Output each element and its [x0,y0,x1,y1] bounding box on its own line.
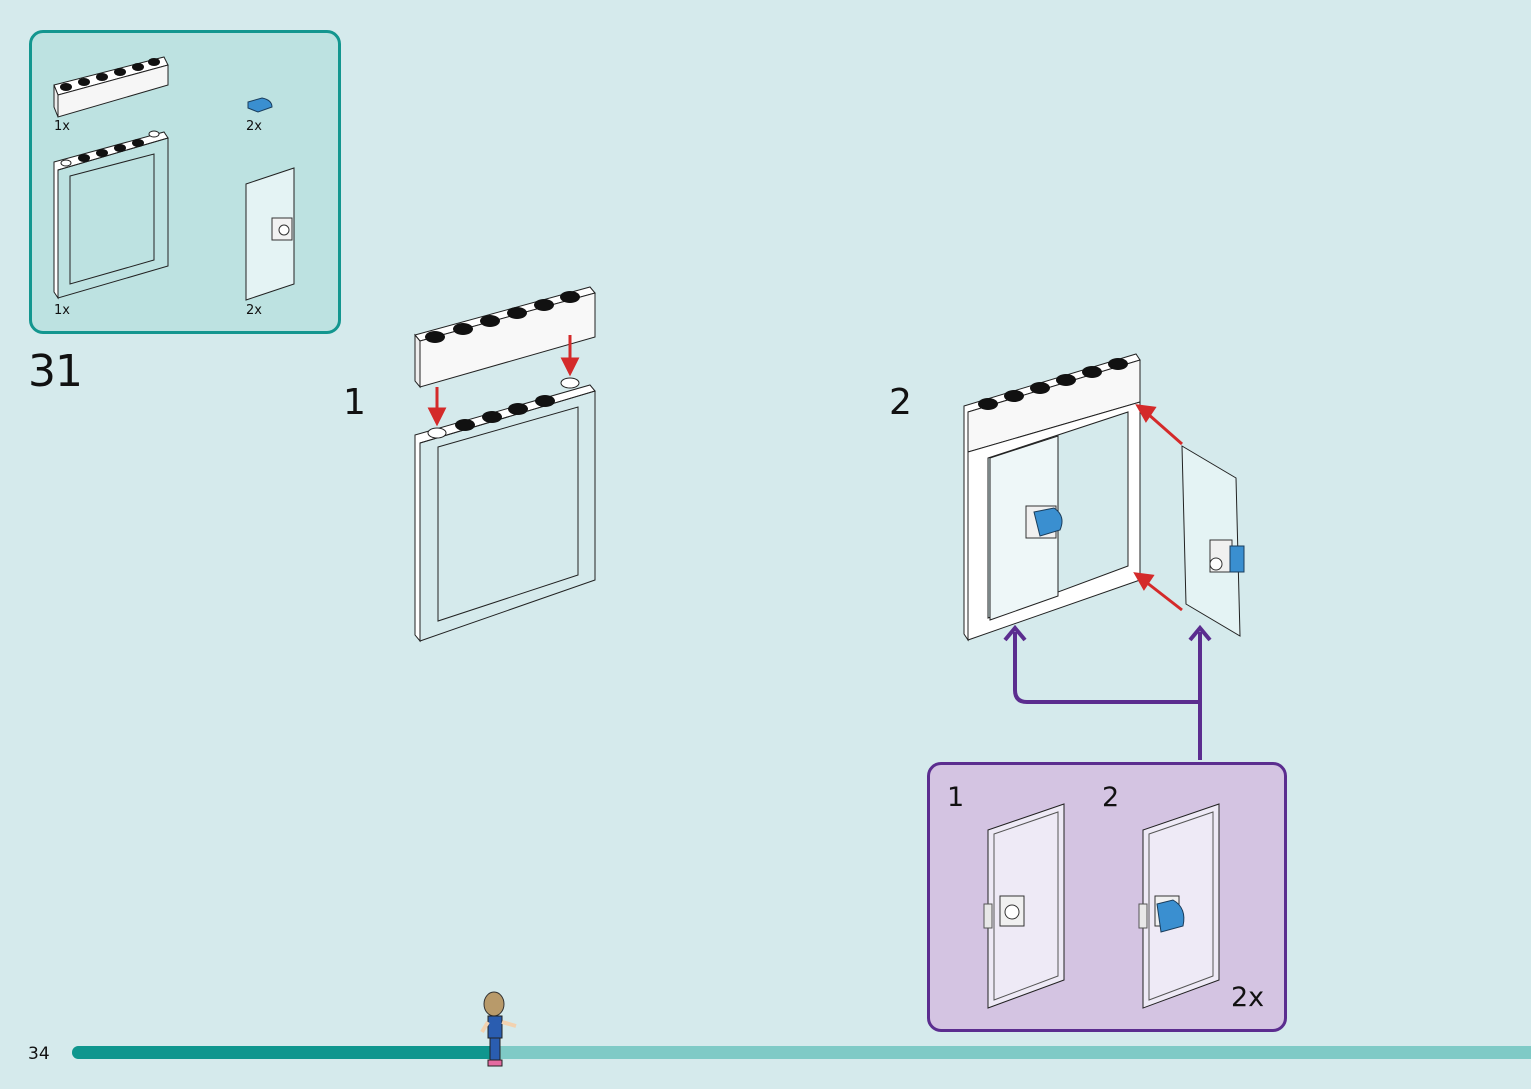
substep-number: 2 [889,382,912,423]
progress-bar-fill [72,1046,499,1059]
door-panel-icon [245,167,295,301]
callout-door-1-illustration [983,803,1065,1009]
door-frame-icon [53,130,169,300]
part-qty: 2x [246,303,262,318]
callout-substep-number: 1 [947,782,965,813]
page-number: 34 [28,1044,50,1064]
progress-bar [72,1046,1531,1059]
substep-number: 1 [343,382,366,423]
callout-box [927,762,1287,1032]
minifigure-icon [480,991,517,1067]
part-qty: 2x [246,119,262,134]
callout-substep-number: 2 [1102,782,1120,813]
part-qty: 1x [54,303,70,318]
step-number: 31 [28,346,83,397]
blue-tile-icon [247,97,273,113]
substep-1-illustration [414,286,596,643]
part-qty: 1x [54,119,70,134]
brick-1x6-icon [53,56,169,118]
substep-2-illustration [963,353,1245,760]
callout-multiplier: 2x [1231,982,1265,1013]
callout-door-2-illustration [1138,803,1220,1009]
